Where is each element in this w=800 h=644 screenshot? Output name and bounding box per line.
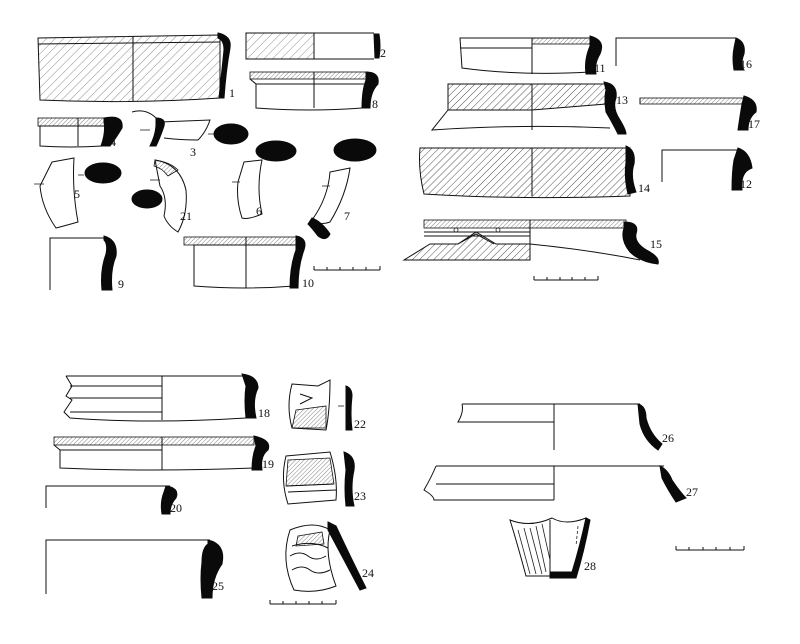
sherd-number: 15 xyxy=(650,237,662,251)
sherd-number: 17 xyxy=(748,117,760,131)
sherd-4: 4 xyxy=(37,116,123,149)
sherd-13: 13 xyxy=(430,81,628,135)
sherd-18: 18 xyxy=(63,373,270,422)
sherd-number: 3 xyxy=(190,145,196,159)
sherd-number: 14 xyxy=(638,181,650,195)
sherd-20: 20 xyxy=(45,485,182,515)
sherd-3: 3 xyxy=(131,110,249,159)
sherd-2: 2 xyxy=(245,32,386,60)
sherd-number: 22 xyxy=(354,417,366,431)
sherd-17: 17 xyxy=(639,95,760,131)
sherd-5: 5 xyxy=(34,157,122,229)
sherd-number: 19 xyxy=(262,457,274,471)
sherd-number: 16 xyxy=(740,57,752,71)
sherd-12: 12 xyxy=(661,147,753,191)
sherd-number: 23 xyxy=(354,489,366,503)
sherd-number: 27 xyxy=(686,485,698,499)
sherd-11: 11 xyxy=(459,35,606,75)
scale-bar xyxy=(675,546,745,551)
sherd-26: 26 xyxy=(457,403,674,451)
sherd-24: 24 xyxy=(285,521,374,592)
sherd-16: 16 xyxy=(615,37,752,71)
sherd-number: 6 xyxy=(256,204,262,218)
sherd-number: 25 xyxy=(212,579,224,593)
scale-bar xyxy=(269,600,337,605)
sherd-1: 1 xyxy=(37,32,235,103)
sherd-9: 9 xyxy=(49,235,124,291)
sherd-27: 27 xyxy=(423,465,698,503)
sherd-number: 1 xyxy=(229,86,235,100)
sherd-number: 2 xyxy=(380,46,386,60)
sherd-7: 7 xyxy=(307,138,377,240)
sherd-number: 26 xyxy=(662,431,674,445)
sherd-number: 4 xyxy=(110,135,116,149)
sherd-number: 18 xyxy=(258,406,270,420)
sherd-22: 22 xyxy=(288,379,366,431)
sherd-number: 20 xyxy=(170,501,182,515)
sherd-number: 21 xyxy=(180,209,192,223)
sherd-number: 9 xyxy=(118,277,124,291)
sherd-number: 12 xyxy=(740,177,752,191)
sherd-number: 13 xyxy=(616,93,628,107)
sherd-number: 24 xyxy=(362,566,374,580)
sherd-number: 7 xyxy=(344,209,350,223)
scale-bar xyxy=(313,266,381,271)
sherd-6: 6 xyxy=(232,140,297,219)
scale-bar xyxy=(533,276,599,281)
sherd-28: 28 xyxy=(509,517,596,579)
sherd-number: 5 xyxy=(74,187,80,201)
sherd-21: 21 xyxy=(131,159,192,233)
sherd-15: 15 xyxy=(402,219,662,265)
sherd-10: 10 xyxy=(183,235,314,290)
sherd-14: 14 xyxy=(419,145,650,199)
sherd-number: 8 xyxy=(372,97,378,111)
sherd-number: 11 xyxy=(594,61,606,75)
sherd-number: 28 xyxy=(584,559,596,573)
sherd-8: 8 xyxy=(249,71,379,111)
sherd-23: 23 xyxy=(282,451,366,507)
sherd-25: 25 xyxy=(45,539,224,599)
sherd-19: 19 xyxy=(53,435,274,471)
sherd-number: 10 xyxy=(302,276,314,290)
